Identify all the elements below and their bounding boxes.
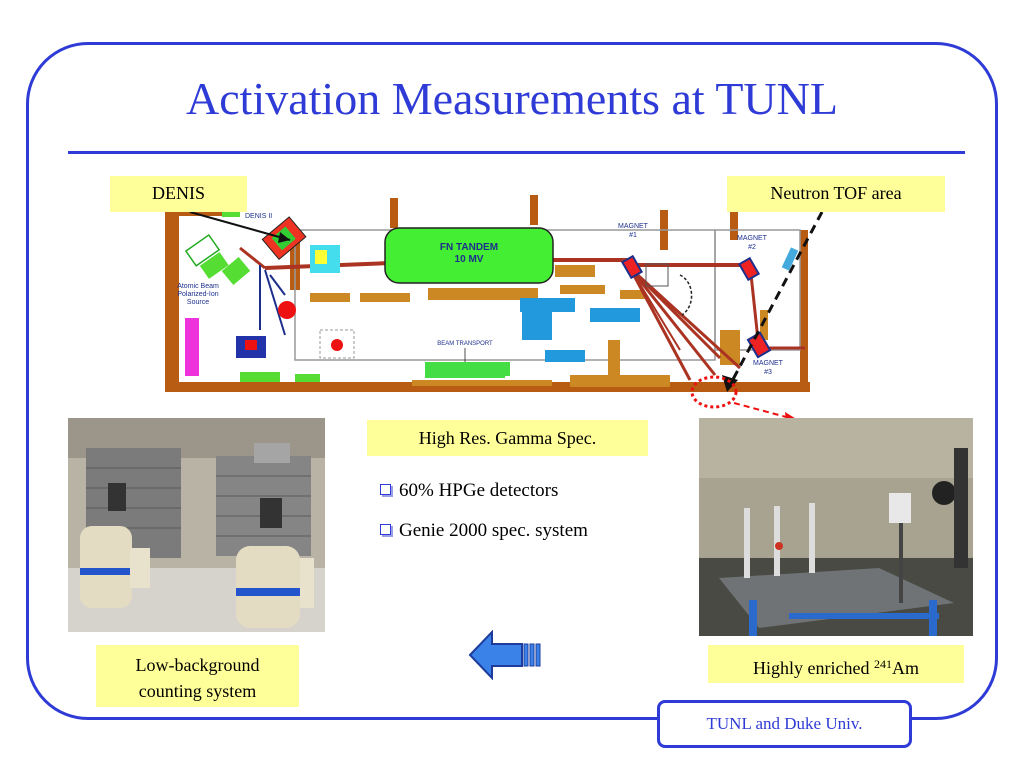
source-label-1: Atomic Beam: [177, 283, 219, 290]
denis-ii-label: DENIS II: [245, 213, 272, 220]
magnet3-label-1: MAGNET: [753, 360, 784, 367]
bullet-text: Genie 2000 spec. system: [399, 520, 588, 541]
magnet2-label-2: #2: [748, 244, 756, 251]
low-background-line-1: Low-background: [135, 655, 260, 675]
magnet1-label-2: #1: [629, 232, 637, 239]
low-background-line-2: counting system: [138, 681, 257, 701]
footer-credit: TUNL and Duke Univ.: [657, 700, 912, 748]
wall-bottom: [165, 382, 810, 392]
neutron-tof-label: Neutron TOF area: [727, 176, 945, 212]
gamma-spec-label: High Res. Gamma Spec.: [367, 420, 648, 456]
am-symbol: Am: [891, 658, 919, 678]
tandem-label-1: FN TANDEM: [440, 242, 498, 253]
left-arrow-icon[interactable]: [468, 630, 542, 680]
title-underline: [68, 151, 965, 154]
beam-transport-label: BEAM TRANSPORT: [437, 341, 493, 347]
magnet2-label-1: MAGNET: [737, 235, 768, 242]
source-label-3: Source: [187, 299, 209, 306]
denis-label: DENIS: [110, 176, 247, 212]
am-mass-number: 241: [873, 657, 892, 671]
bullet-item: Genie 2000 spec. system: [380, 520, 588, 542]
slide-frame: [26, 42, 998, 720]
low-background-photo: [68, 418, 325, 632]
tandem-label-2: 10 MV: [455, 254, 484, 265]
magnet1-label-1: MAGNET: [618, 223, 649, 230]
bullet-item: 60% HPGe detectors: [380, 480, 558, 502]
wall-left: [165, 208, 179, 390]
square-bullet-icon: [380, 484, 391, 495]
low-background-label: Low-background counting system: [96, 645, 299, 707]
magnet3-label-2: #3: [764, 369, 772, 376]
square-bullet-icon: [380, 524, 391, 535]
tandem-accelerator: [384, 227, 554, 284]
bullet-text: 60% HPGe detectors: [399, 480, 559, 501]
floor-plan-diagram: Atomic Beam Polarized-Ion Source DENIS I…: [160, 190, 815, 400]
am-label-prefix: Highly enriched: [753, 658, 874, 678]
source-label-2: Polarized-Ion: [177, 291, 218, 298]
am-label: Highly enriched 241Am: [708, 645, 964, 683]
slide-title: Activation Measurements at TUNL: [186, 73, 838, 124]
am-source-photo: [699, 418, 973, 636]
